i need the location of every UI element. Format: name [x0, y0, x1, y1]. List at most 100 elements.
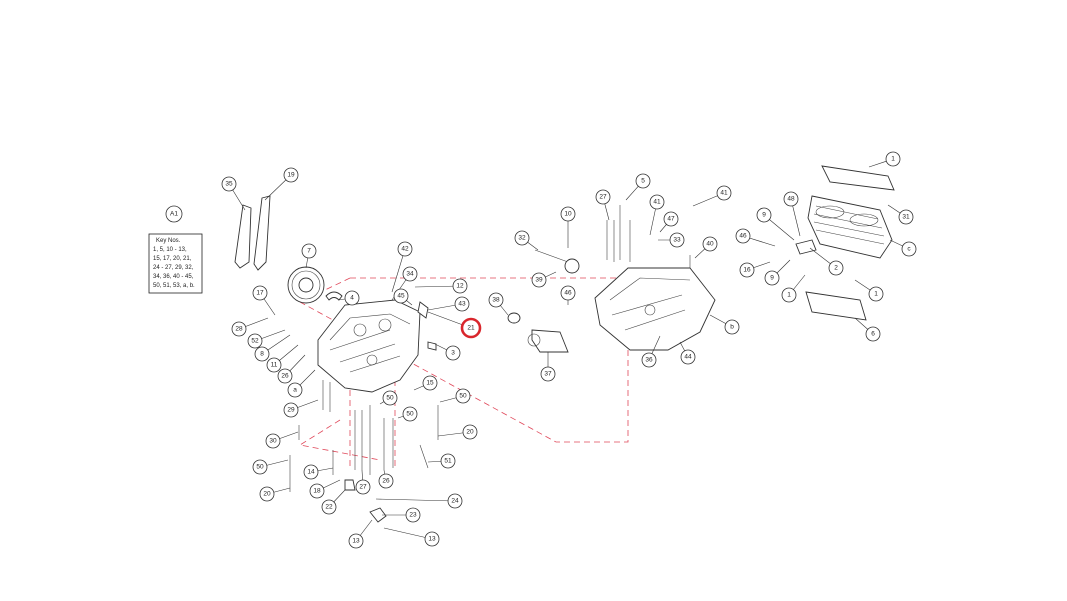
callout-15[interactable]: 15: [422, 375, 438, 391]
callout-13[interactable]: 13: [424, 531, 440, 547]
callout-number: 13: [428, 536, 436, 543]
callout-20[interactable]: 20: [462, 424, 478, 440]
callout-45[interactable]: 45: [393, 288, 409, 304]
callout-35[interactable]: 35: [221, 176, 237, 192]
callout-number: c: [907, 246, 911, 253]
callout-a[interactable]: a: [287, 382, 303, 398]
callout-18[interactable]: 18: [309, 483, 325, 499]
callout-34[interactable]: 34: [402, 266, 418, 282]
callout-41[interactable]: 41: [716, 185, 732, 201]
callout-27[interactable]: 27: [355, 479, 371, 495]
callout-36[interactable]: 36: [641, 352, 657, 368]
key-box-line: 1, 5, 10 - 13,: [153, 247, 187, 253]
callout-22[interactable]: 22: [321, 499, 337, 515]
callout-circle: [540, 366, 556, 382]
callout-23[interactable]: 23: [405, 507, 421, 523]
callout-9[interactable]: 9: [764, 270, 780, 286]
callout-10[interactable]: 10: [560, 206, 576, 222]
callout-circle: [259, 486, 275, 502]
callout-number: 8: [260, 351, 264, 358]
callout-8[interactable]: 8: [254, 346, 270, 362]
callout-11[interactable]: 11: [266, 357, 282, 373]
callout-highlighted[interactable]: 21: [460, 317, 482, 339]
callout-14[interactable]: 14: [303, 464, 319, 480]
callout-28[interactable]: 28: [231, 321, 247, 337]
callout-circle: [868, 286, 884, 302]
callout-33[interactable]: 33: [669, 232, 685, 248]
callout-9[interactable]: 9: [756, 207, 772, 223]
callout-number: 3: [451, 350, 455, 357]
callout-12[interactable]: 12: [452, 278, 468, 294]
callout-44[interactable]: 44: [680, 349, 696, 365]
callout-number: 2: [834, 265, 838, 272]
callout-circle: [321, 499, 337, 515]
callout-circle: [277, 368, 293, 384]
callout-b[interactable]: b: [724, 319, 740, 335]
callout-7[interactable]: 7: [301, 243, 317, 259]
callout-46[interactable]: 46: [735, 228, 751, 244]
callout-40[interactable]: 40: [702, 236, 718, 252]
callout-52[interactable]: 52: [247, 333, 263, 349]
callout-number: 23: [409, 512, 417, 519]
callout-39[interactable]: 39: [531, 272, 547, 288]
callout-50[interactable]: 50: [402, 406, 418, 422]
callout-47[interactable]: 47: [663, 211, 679, 227]
callout-circle: [460, 317, 482, 339]
callout-circle: [641, 352, 657, 368]
callout-51[interactable]: 51: [440, 453, 456, 469]
callout-number: 20: [466, 429, 474, 436]
key-box-line: 24 - 27, 29, 32,: [153, 265, 194, 271]
starter-motor: [527, 329, 569, 353]
callout-c[interactable]: c: [901, 241, 917, 257]
chain-tensioner: [795, 239, 817, 255]
callout-circle: [221, 176, 237, 192]
callout-4[interactable]: 4: [344, 290, 360, 306]
callout-1[interactable]: 1: [885, 151, 901, 167]
callout-6[interactable]: 6: [865, 326, 881, 342]
callout-20[interactable]: 20: [259, 486, 275, 502]
callout-2[interactable]: 2: [828, 260, 844, 276]
callout-number: 18: [313, 488, 321, 495]
callout-41[interactable]: 41: [649, 194, 665, 210]
callout-38[interactable]: 38: [488, 292, 504, 308]
callout-50[interactable]: 50: [382, 390, 398, 406]
key-box-line: 15, 17, 20, 21,: [153, 256, 192, 262]
callout-1[interactable]: 1: [781, 287, 797, 303]
oil-filter-pin: [427, 341, 437, 351]
callout-27[interactable]: 27: [595, 189, 611, 205]
callout-50[interactable]: 50: [455, 388, 471, 404]
callout-29[interactable]: 29: [283, 402, 299, 418]
callout-circle: [283, 167, 299, 183]
callout-19[interactable]: 19: [283, 167, 299, 183]
leader-line: [375, 498, 456, 502]
callout-26[interactable]: 26: [378, 473, 394, 489]
callout-5[interactable]: 5: [635, 173, 651, 189]
callout-circle: [531, 272, 547, 288]
callout-number: 52: [251, 338, 259, 345]
callout-30[interactable]: 30: [265, 433, 281, 449]
callout-50[interactable]: 50: [252, 459, 268, 475]
callout-3[interactable]: 3: [445, 345, 461, 361]
callout-43[interactable]: 43: [454, 296, 470, 312]
callout-32[interactable]: 32: [514, 230, 530, 246]
bearing-shells: [325, 291, 343, 301]
callout-number: 30: [269, 438, 277, 445]
callout-number: 50: [256, 464, 264, 471]
callout-46[interactable]: 46: [560, 285, 576, 301]
callout-circle: [663, 211, 679, 227]
callout-37[interactable]: 37: [540, 366, 556, 382]
callout-circle: [301, 243, 317, 259]
callout-26[interactable]: 26: [277, 368, 293, 384]
callout-number: 44: [684, 354, 692, 361]
callout-16[interactable]: 16: [739, 262, 755, 278]
callout-31[interactable]: 31: [898, 209, 914, 225]
callout-circle: [764, 270, 780, 286]
callout-number: 10: [564, 211, 572, 218]
callout-1[interactable]: 1: [868, 286, 884, 302]
callout-17[interactable]: 17: [252, 285, 268, 301]
callout-48[interactable]: 48: [783, 191, 799, 207]
callout-13[interactable]: 13: [348, 533, 364, 549]
callout-24[interactable]: 24: [447, 493, 463, 509]
base-gasket: [805, 291, 867, 321]
callout-42[interactable]: 42: [397, 241, 413, 257]
